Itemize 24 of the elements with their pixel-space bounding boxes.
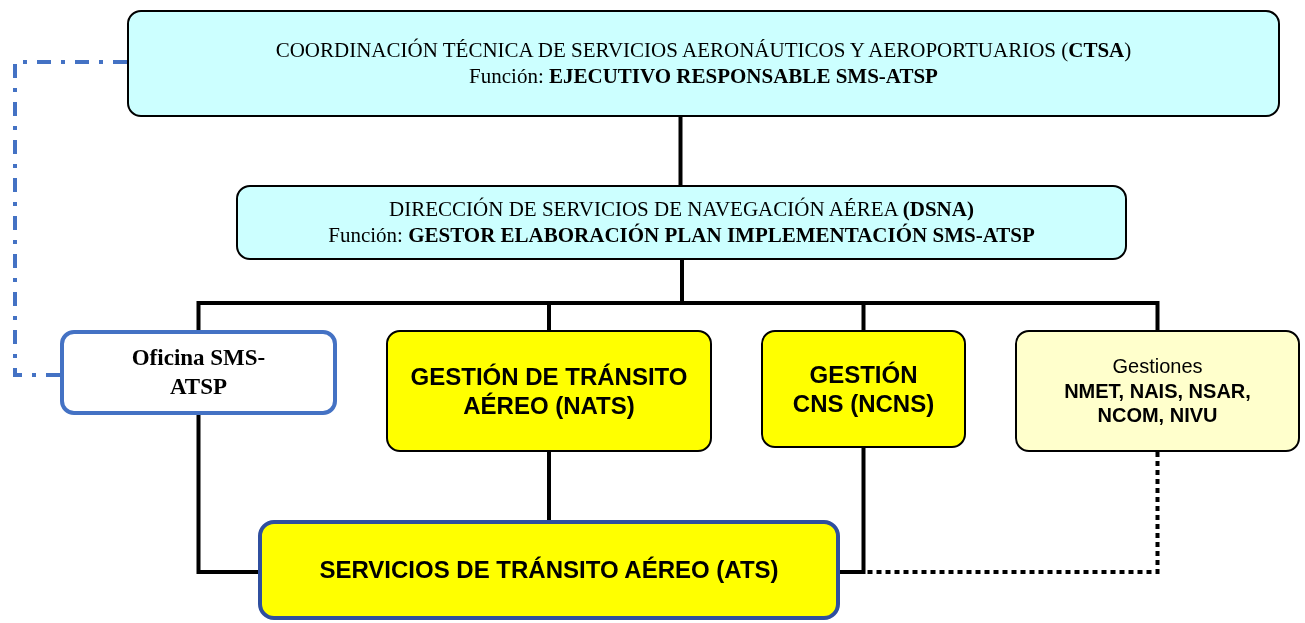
connector-line <box>13 60 127 377</box>
connector-line <box>840 448 866 574</box>
connector-line <box>196 415 258 574</box>
box-text: GESTIÓN CNS (NCNS) <box>791 359 936 419</box>
org-box <box>236 185 1127 260</box>
box-text: GESTIÓN DE TRÁNSITO AÉREO (NATS) <box>409 361 689 421</box>
box-text: COORDINACIÓN TÉCNICA DE SERVICIOS AERONÁUTICOS Y AEROPORTUARIOS (CTSA) <box>275 37 1132 64</box>
box-text: Gestiones <box>1112 354 1203 379</box>
org-box <box>1015 330 1300 452</box>
connector-line <box>840 452 1160 574</box>
org-box <box>761 330 966 448</box>
org-box <box>60 330 337 415</box>
org-box <box>127 10 1280 117</box>
box-text: NMET, NAIS, NSAR, NCOM, NIVU <box>1063 378 1252 428</box>
connector-line <box>678 117 683 185</box>
connector-line <box>680 260 1160 330</box>
box-text: Función: GESTOR ELABORACIÓN PLAN IMPLEMENTACIÓN SMS-ATSP <box>328 222 1035 249</box>
box-text: Función: EJECUTIVO RESPONSABLE SMS-ATSP <box>469 63 938 90</box>
connector-line <box>547 452 551 520</box>
box-text: SERVICIOS DE TRÁNSITO AÉREO (ATS) <box>319 555 779 585</box>
org-box <box>386 330 712 452</box>
org-box <box>258 520 840 620</box>
box-text: DIRECCIÓN DE SERVICIOS DE NAVEGACIÓN AÉREA (DSNA) <box>389 196 974 223</box>
box-text: Oficina SMS-ATSP <box>130 344 267 401</box>
